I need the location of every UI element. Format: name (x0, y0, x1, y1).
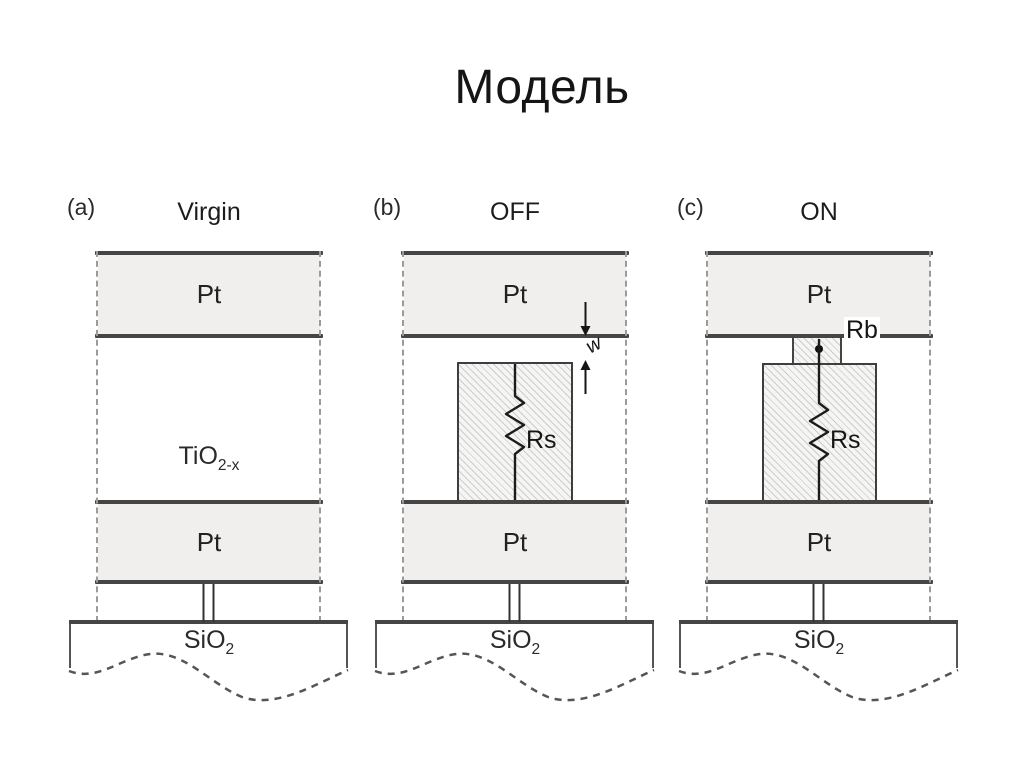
electrode-top-line (95, 251, 323, 255)
panel-virgin: (a) Virgin Pt TiO2-x Pt SiO2 (62, 190, 354, 720)
substrate-top-line (69, 620, 348, 624)
substrate-box-sides (679, 624, 958, 668)
bottom-electrode-layer: Pt (404, 504, 626, 580)
state-label: ON (800, 198, 838, 226)
oxide-layer-label: TiO2-x (98, 442, 320, 475)
slide-title: Модель (454, 61, 630, 114)
bottom-electrode-bottom-line (401, 580, 629, 584)
bottom-electrode-layer: Pt (708, 504, 930, 580)
state-label: OFF (490, 198, 540, 226)
top-electrode-layer: Pt (98, 255, 320, 334)
oxide-formula-subscript: 2-x (217, 457, 240, 474)
electrode-bottom-line (401, 334, 629, 338)
substrate-formula-subscript: 2 (225, 641, 235, 658)
substrate-label: SiO2 (404, 626, 626, 659)
electrode-top-line (705, 251, 933, 255)
substrate-box-sides (375, 624, 654, 668)
electrode-top-line (401, 251, 629, 255)
boundary-resistor-label: Rb (844, 316, 880, 344)
panel-index-label: (b) (373, 194, 402, 220)
panel-off: (b) OFF Pt Rs w Pt SiO2 (368, 190, 660, 720)
substrate-formula-subscript: 2 (835, 641, 845, 658)
device-dashed-outline (706, 251, 931, 622)
electrode-bottom-line (95, 334, 323, 338)
bottom-electrode-layer: Pt (98, 504, 320, 580)
top-electrode-label: Pt (196, 279, 222, 309)
bottom-electrode-bottom-line (705, 580, 933, 584)
panel-index-label: (a) (67, 194, 96, 220)
bottom-electrode-top-line (95, 500, 323, 504)
top-electrode-label: Pt (502, 279, 528, 309)
series-resistor-label: Rs (830, 426, 861, 454)
bottom-electrode-label: Pt (806, 526, 832, 557)
bottom-electrode-top-line (705, 500, 933, 504)
substrate-formula-base: SiO (489, 626, 532, 654)
bottom-electrode-label: Pt (502, 526, 528, 557)
state-label: Virgin (177, 198, 241, 226)
panel-on: (c) ON Pt Rb Rs Pt SiO2 (672, 190, 964, 720)
electrode-bottom-line (705, 334, 933, 338)
bottom-electrode-top-line (401, 500, 629, 504)
series-resistor-label: Rs (526, 426, 557, 454)
device-dashed-outline (96, 251, 321, 622)
top-electrode-layer: Pt (404, 255, 626, 334)
bottom-electrode-label: Pt (196, 526, 222, 557)
substrate-formula-base: SiO (793, 626, 836, 654)
substrate-top-line (679, 620, 958, 624)
top-electrode-layer: Pt (708, 255, 930, 334)
substrate-label: SiO2 (708, 626, 930, 659)
substrate-box-sides (69, 624, 348, 668)
substrate-formula-subscript: 2 (531, 641, 541, 658)
top-electrode-label: Pt (806, 279, 832, 309)
oxide-formula-base: TiO (178, 442, 218, 470)
substrate-label: SiO2 (98, 626, 320, 659)
substrate-formula-base: SiO (183, 626, 226, 654)
substrate-top-line (375, 620, 654, 624)
panel-index-label: (c) (677, 194, 704, 220)
bottom-electrode-bottom-line (95, 580, 323, 584)
device-dashed-outline (402, 251, 627, 622)
